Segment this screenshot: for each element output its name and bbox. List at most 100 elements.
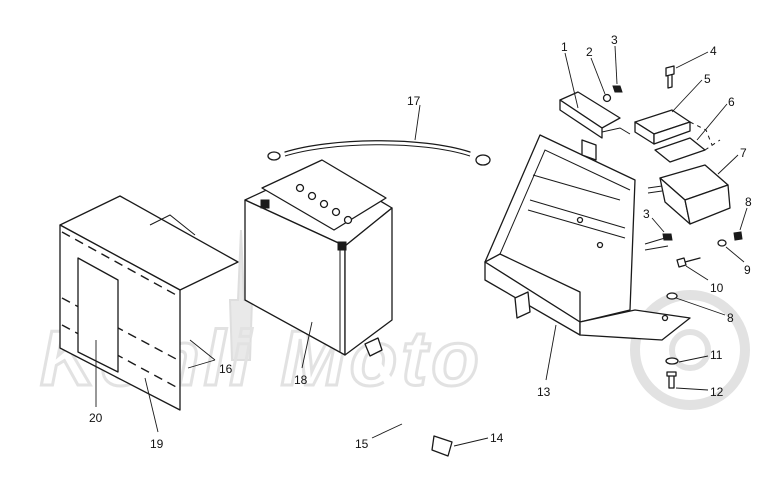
washer-11 bbox=[665, 357, 679, 365]
box-rib-3 bbox=[532, 174, 621, 201]
callout-2: 2 bbox=[586, 45, 593, 59]
callout-7: 7 bbox=[740, 146, 747, 160]
callout-17: 17 bbox=[407, 94, 421, 108]
leader-3a bbox=[614, 45, 618, 85]
cable-17-body bbox=[284, 140, 471, 153]
callout-3: 3 bbox=[643, 207, 650, 221]
bracket-dashed bbox=[689, 121, 721, 151]
leader-3b bbox=[651, 217, 665, 233]
watermark-hub bbox=[669, 329, 711, 371]
leader-14 bbox=[453, 437, 489, 447]
cover-dash-1 bbox=[61, 231, 179, 297]
battery-cell-cap bbox=[331, 207, 341, 217]
fuse-holder bbox=[559, 91, 631, 139]
washer-9 bbox=[717, 239, 727, 247]
battery bbox=[244, 159, 393, 356]
callout-4: 4 bbox=[710, 44, 717, 58]
callout-19: 19 bbox=[150, 437, 164, 451]
battery-cell-cap bbox=[295, 183, 305, 193]
washer-2 bbox=[602, 93, 612, 103]
battery-cell-cap bbox=[307, 191, 317, 201]
box-hole bbox=[576, 216, 584, 224]
battery-cell-cap bbox=[319, 199, 329, 209]
hardware bbox=[602, 65, 743, 389]
vent-tube-core bbox=[368, 347, 440, 444]
nut-3a bbox=[612, 85, 623, 93]
box-rib-1 bbox=[529, 199, 626, 229]
vent-tube bbox=[364, 337, 453, 457]
cable-17-end-left bbox=[267, 151, 281, 161]
callout-12: 12 bbox=[710, 385, 724, 399]
fuse-front bbox=[559, 99, 603, 139]
relay-side bbox=[653, 121, 691, 145]
leader-11 bbox=[678, 355, 709, 363]
leader-17 bbox=[414, 104, 421, 141]
box-bracket-hole bbox=[661, 314, 669, 322]
callout-11: 11 bbox=[710, 348, 723, 362]
battery-cover bbox=[59, 195, 239, 411]
module-7 bbox=[647, 164, 731, 225]
leader-2 bbox=[590, 57, 606, 95]
leader-18 bbox=[301, 321, 313, 369]
leader-10 bbox=[685, 265, 709, 281]
box-drain-tab bbox=[514, 291, 531, 319]
battery-cap-strip bbox=[261, 159, 387, 231]
callout-8: 8 bbox=[727, 311, 734, 325]
leader-9 bbox=[725, 246, 745, 263]
vent-tube-end bbox=[431, 435, 453, 457]
callout-5: 5 bbox=[704, 72, 711, 86]
leader-6 bbox=[696, 103, 728, 141]
battery-terminal-pos bbox=[337, 241, 347, 251]
leader-5 bbox=[671, 79, 703, 113]
cable-17-end-right bbox=[475, 154, 491, 166]
box-rib-2 bbox=[527, 209, 626, 239]
leader-lines bbox=[95, 45, 748, 447]
callout-3: 3 bbox=[611, 33, 618, 47]
callout-10: 10 bbox=[710, 281, 724, 295]
bracket-arm bbox=[644, 237, 669, 251]
callout-8: 8 bbox=[745, 195, 752, 209]
leader-16 bbox=[187, 339, 216, 369]
screw-4 bbox=[665, 65, 675, 89]
callout-6: 6 bbox=[728, 95, 735, 109]
box-inner-edge bbox=[499, 149, 631, 255]
bolt-12 bbox=[666, 371, 677, 389]
battery-side bbox=[344, 207, 393, 356]
leader-12 bbox=[675, 387, 709, 391]
relay-bracket bbox=[634, 109, 721, 163]
vent-tube-elbow bbox=[364, 337, 383, 357]
cable-17-body-inner bbox=[284, 144, 471, 157]
callout-1: 1 bbox=[561, 40, 568, 54]
bolt-10 bbox=[676, 257, 701, 268]
box-top-tab bbox=[581, 139, 597, 161]
callout-15: 15 bbox=[355, 437, 369, 451]
leader-1 bbox=[564, 52, 579, 109]
callout-13: 13 bbox=[537, 385, 551, 399]
watermark-wheel bbox=[630, 290, 750, 410]
callout-14: 14 bbox=[490, 431, 504, 445]
battery-cell-cap bbox=[343, 215, 353, 225]
box-hole bbox=[596, 241, 604, 249]
leader-4 bbox=[675, 51, 709, 69]
callout-20: 20 bbox=[89, 411, 103, 425]
leader-7 bbox=[717, 154, 739, 175]
nut-8a bbox=[733, 231, 743, 241]
callout-18: 18 bbox=[294, 373, 308, 387]
nut-3b bbox=[662, 233, 673, 241]
module-side bbox=[684, 184, 731, 225]
cover-top-notch bbox=[149, 214, 196, 236]
leader-8a bbox=[739, 207, 748, 231]
battery-box bbox=[484, 134, 691, 341]
fuse-lead bbox=[601, 127, 631, 135]
leader-15 bbox=[371, 423, 403, 439]
leader-8b bbox=[675, 297, 726, 316]
battery-terminal-neg bbox=[260, 199, 270, 209]
module-leads bbox=[647, 185, 663, 194]
cover-window bbox=[77, 257, 119, 373]
callout-16: 16 bbox=[219, 362, 233, 376]
leader-19 bbox=[144, 377, 159, 433]
leader-13 bbox=[545, 324, 557, 381]
nut-8b bbox=[666, 292, 678, 300]
callout-9: 9 bbox=[744, 263, 751, 277]
